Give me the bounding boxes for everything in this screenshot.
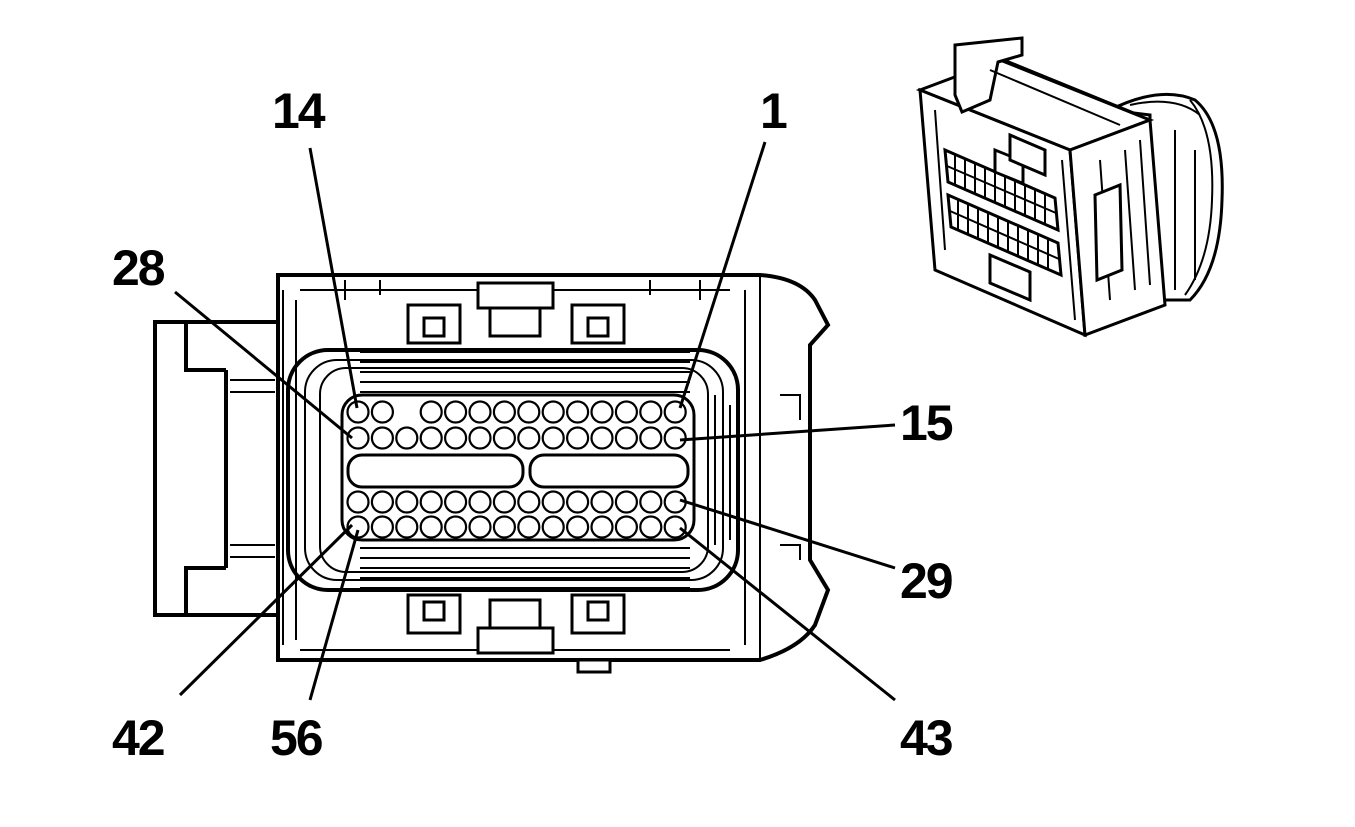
pin-cavity	[590, 426, 614, 450]
pin-cavity	[565, 490, 590, 514]
pin-cavity	[370, 426, 394, 450]
pin-cavity	[541, 426, 565, 450]
pin-cavity-field	[346, 400, 687, 539]
pin-cavity	[565, 400, 590, 424]
pin-cavity	[590, 490, 614, 514]
pin-cavity	[346, 426, 370, 450]
pin-cavity	[395, 490, 419, 514]
pin-cavity	[639, 515, 663, 539]
pin-cavity	[444, 426, 468, 450]
pin-cavity	[565, 515, 590, 539]
leader-line-43	[679, 526, 896, 702]
pin-label-15: 15	[900, 395, 953, 451]
polarization-bar-right	[528, 453, 690, 489]
pin-cavity	[370, 400, 394, 424]
pin-cavity	[541, 490, 565, 514]
pin-cavity	[346, 515, 370, 539]
pin-cavity	[663, 426, 687, 450]
pin-cavity	[395, 515, 419, 539]
pin-cavity	[517, 515, 541, 539]
pin-labels: 14 1 28 15 29 42 56 43	[112, 83, 955, 766]
pin-cavity	[639, 400, 663, 424]
pin-cavity	[346, 490, 370, 514]
pin-cavity	[346, 400, 370, 424]
pin-cavity	[492, 400, 516, 424]
pin-cavity	[565, 426, 590, 450]
pin-cavity	[663, 515, 687, 539]
top-lock-features	[344, 280, 701, 345]
leader-line-29	[679, 498, 896, 570]
pin-cavity	[614, 400, 639, 424]
pin-cavity	[517, 400, 541, 424]
pin-cavity	[444, 515, 468, 539]
pin-cavity	[614, 515, 639, 539]
polarization-bar-left	[346, 453, 525, 489]
pin-cavity	[492, 515, 516, 539]
pin-cavity	[468, 490, 492, 514]
pin-cavity	[590, 400, 614, 424]
pin-cavity	[541, 515, 565, 539]
connector-isometric-view	[915, 36, 1224, 338]
connector-housing	[276, 273, 831, 662]
pin-cavity	[541, 400, 565, 424]
pin-label-1: 1	[760, 83, 787, 139]
pin-cavity	[517, 490, 541, 514]
pin-label-29: 29	[900, 553, 952, 609]
pin-cavity	[468, 515, 492, 539]
leader-line-28	[174, 290, 353, 440]
pin-cavity	[444, 490, 468, 514]
pin-cavity	[370, 490, 394, 514]
leader-line-15	[679, 423, 896, 442]
pin-label-43: 43	[900, 710, 952, 766]
pin-cavity	[444, 400, 468, 424]
pin-label-28: 28	[112, 240, 165, 296]
pin-cavity	[468, 426, 492, 450]
pin-cavity	[517, 426, 541, 450]
pin-cavity	[395, 426, 419, 450]
leader-line-1	[678, 141, 767, 409]
pin-label-56: 56	[270, 710, 322, 766]
connector-face-view	[153, 273, 831, 674]
pin-cavity	[370, 515, 394, 539]
pin-cavity	[419, 515, 443, 539]
pin-cavity	[639, 426, 663, 450]
pin-cavity	[614, 426, 639, 450]
leader-line-42	[178, 523, 354, 697]
pin-cavity	[590, 515, 614, 539]
leader-line-56	[308, 529, 360, 701]
pin-cavity	[639, 490, 663, 514]
pin-label-14: 14	[272, 83, 326, 139]
pin-cavity	[492, 490, 516, 514]
pin-cavity	[419, 490, 443, 514]
pin-cavity	[419, 426, 443, 450]
leader-lines	[174, 141, 896, 702]
leader-line-14	[308, 147, 359, 409]
left-latch-tab	[153, 320, 278, 617]
pin-cavity	[468, 400, 492, 424]
pin-cavity	[419, 400, 443, 424]
pin-label-42: 42	[112, 710, 164, 766]
pin-cavity	[492, 426, 516, 450]
pin-cavity	[614, 490, 639, 514]
bottom-lock-features	[406, 593, 626, 674]
